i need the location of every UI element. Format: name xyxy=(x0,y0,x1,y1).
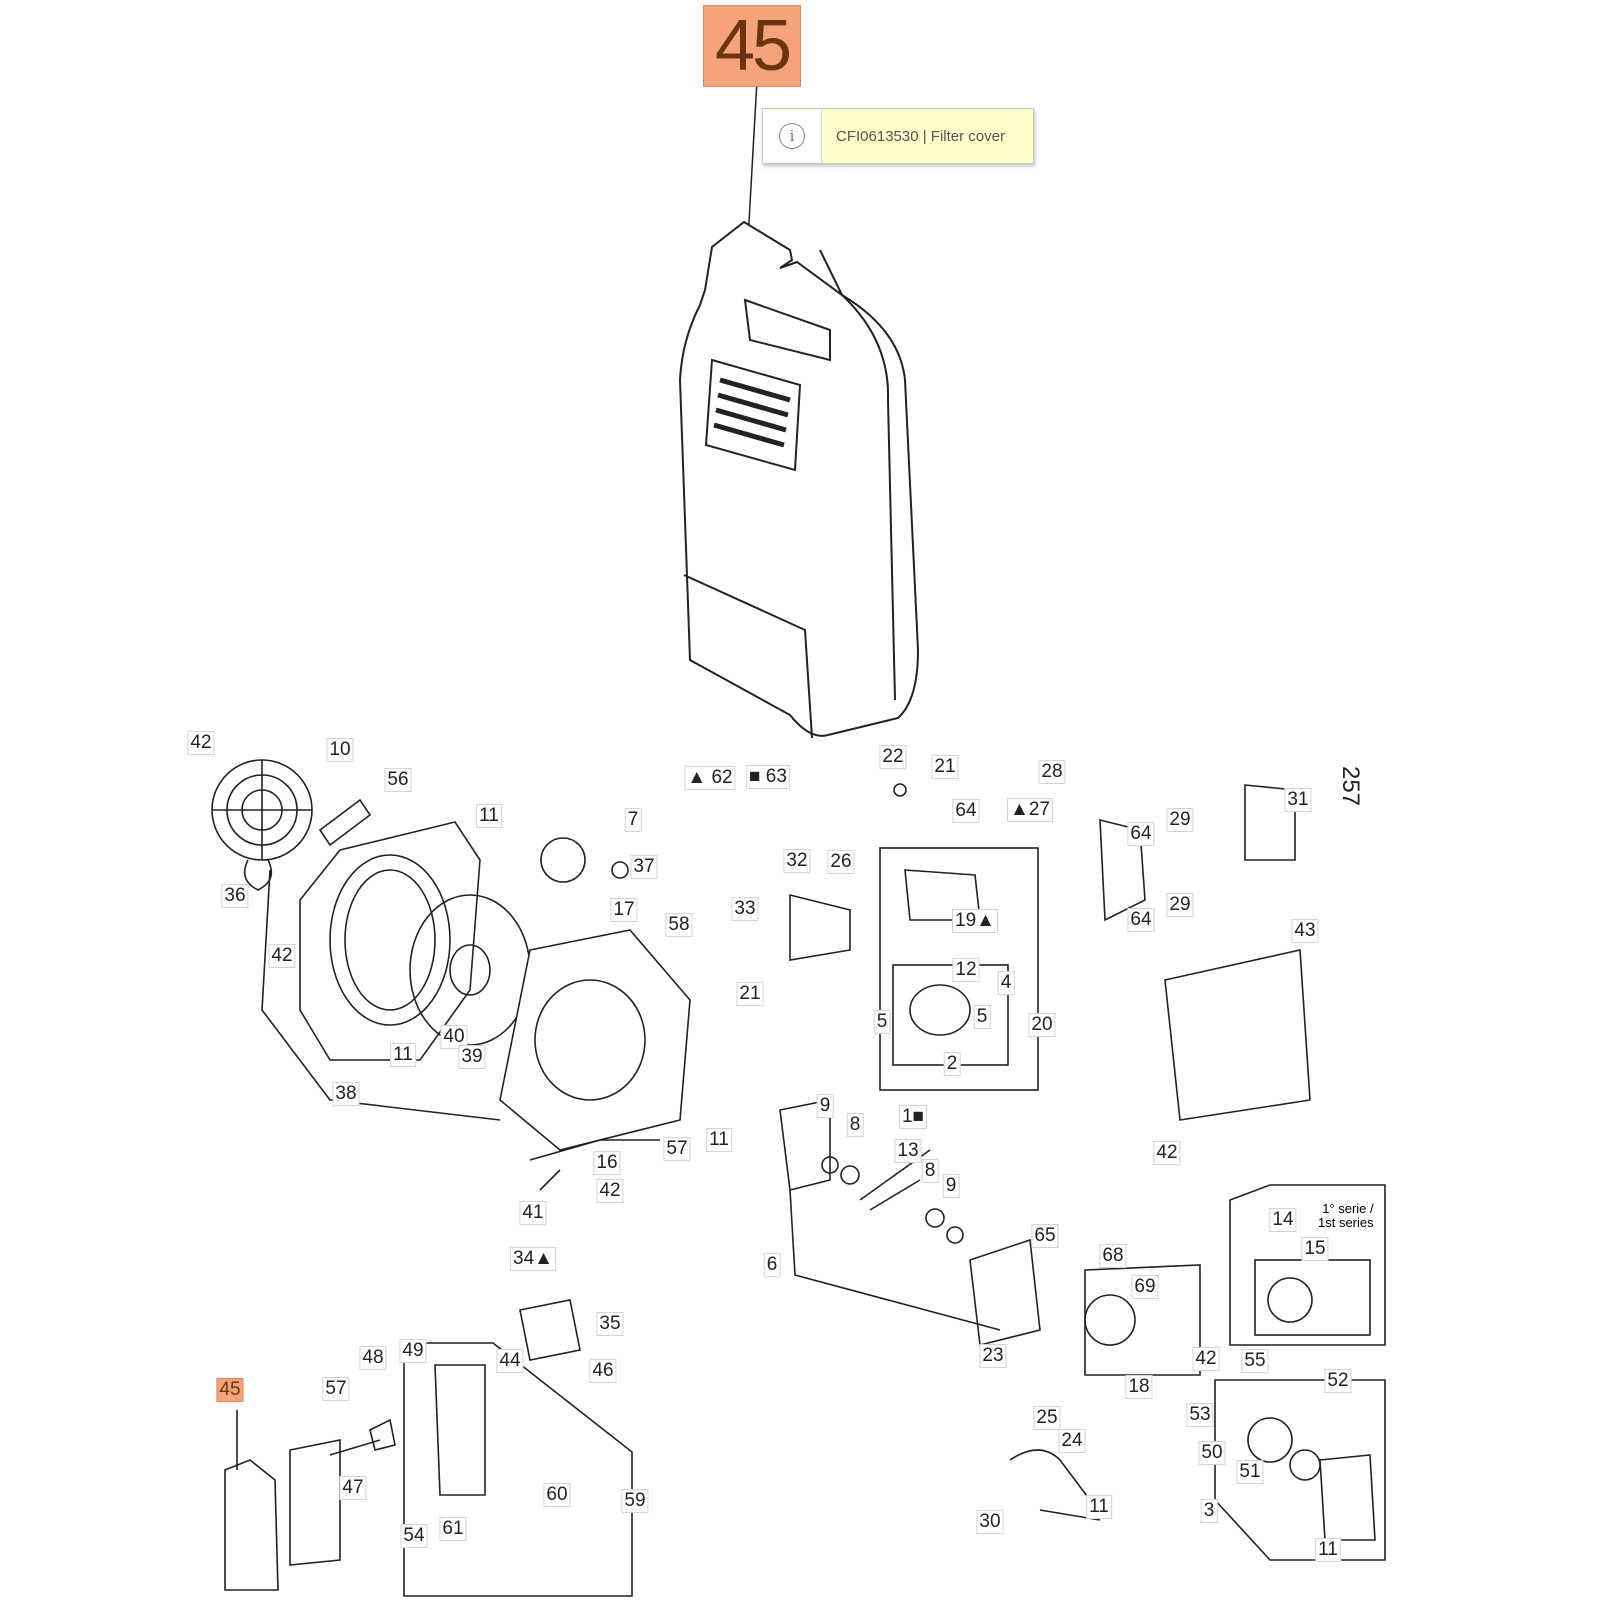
part-callout-label[interactable]: 15 xyxy=(1301,1237,1329,1261)
part-callout-label[interactable]: 43 xyxy=(1291,919,1319,943)
part-callout-label[interactable]: 68 xyxy=(1099,1244,1127,1268)
part-callout-label[interactable]: 58 xyxy=(665,913,693,937)
part-callout-label[interactable]: 38 xyxy=(332,1082,360,1106)
part-callout-label[interactable]: 59 xyxy=(621,1489,649,1513)
series-note: 1° serie / 1st series xyxy=(1318,1202,1374,1230)
part-callout-label[interactable]: 30 xyxy=(976,1510,1004,1534)
part-callout-label[interactable]: 44 xyxy=(496,1349,524,1373)
part-callout-label[interactable]: 17 xyxy=(610,898,638,922)
part-callout-label[interactable]: 57 xyxy=(322,1377,350,1401)
part-callout-label[interactable]: 34▲ xyxy=(510,1247,556,1271)
part-callout-label[interactable]: 35 xyxy=(596,1312,624,1336)
part-callout-label[interactable]: 3 xyxy=(1200,1499,1218,1523)
part-callout-label[interactable]: 61 xyxy=(439,1517,467,1541)
part-callout-label[interactable]: 65 xyxy=(1031,1224,1059,1248)
part-callout-label[interactable]: 36 xyxy=(221,884,249,908)
part-callout-label[interactable]: 52 xyxy=(1324,1369,1352,1393)
part-callout-label[interactable]: 69 xyxy=(1131,1275,1159,1299)
part-callout-label[interactable]: 42 xyxy=(1153,1141,1181,1165)
part-callout-label[interactable]: 49 xyxy=(399,1339,427,1363)
part-callout-label[interactable]: 9 xyxy=(942,1174,960,1198)
part-callout-label[interactable]: 19▲ xyxy=(952,909,998,933)
part-callout-label[interactable]: 26 xyxy=(827,850,855,874)
part-callout-label[interactable]: 57 xyxy=(663,1137,691,1161)
part-callout-label[interactable]: ▲ 62 xyxy=(684,766,736,790)
air-filter-parts xyxy=(224,1299,633,1597)
part-callout-label[interactable]: 64 xyxy=(1127,822,1155,846)
filter-cover-large[interactable] xyxy=(678,79,920,739)
part-callout-label[interactable]: 11 xyxy=(706,1128,732,1152)
part-callout-label[interactable]: 54 xyxy=(400,1524,428,1548)
engine-parts xyxy=(779,783,1386,1561)
part-callout-label[interactable]: 45 xyxy=(216,1378,244,1402)
part-callout-label[interactable]: 42 xyxy=(596,1179,624,1203)
tooltip-text: CFI0613530 | Filter cover xyxy=(836,127,1005,145)
part-callout-label[interactable]: 64 xyxy=(952,799,980,823)
part-callout-label[interactable]: 22 xyxy=(879,745,907,769)
part-callout-label[interactable]: 5 xyxy=(973,1005,991,1029)
part-callout-label[interactable]: 31 xyxy=(1284,788,1312,812)
part-callout-label[interactable]: 50 xyxy=(1198,1441,1226,1465)
part-callout-label[interactable]: 2 xyxy=(943,1052,961,1076)
part-callout-label[interactable]: 7 xyxy=(624,808,642,832)
part-callout-label[interactable]: 42 xyxy=(1192,1347,1220,1371)
part-callout-label[interactable]: 20 xyxy=(1028,1013,1056,1037)
part-callout-label[interactable]: 32 xyxy=(783,849,811,873)
part-callout-label[interactable]: 8 xyxy=(846,1113,864,1137)
part-callout-label[interactable]: 51 xyxy=(1236,1460,1264,1484)
part-callout-label[interactable]: 9 xyxy=(816,1094,834,1118)
part-callout-label[interactable]: 39 xyxy=(458,1045,486,1069)
part-callout-label[interactable]: 56 xyxy=(384,768,412,792)
part-callout-label[interactable]: 21 xyxy=(736,982,764,1006)
part-callout-label[interactable]: 1■ xyxy=(898,1105,928,1129)
part-callout-label[interactable]: 21 xyxy=(931,755,959,779)
part-callout-label[interactable]: 48 xyxy=(359,1346,387,1370)
part-callout-label[interactable]: 60 xyxy=(543,1483,571,1507)
blower-housing-parts xyxy=(211,759,691,1191)
part-callout-label[interactable]: 12 xyxy=(952,958,980,982)
part-callout-label[interactable]: 25 xyxy=(1033,1406,1061,1430)
part-callout-label[interactable]: 28 xyxy=(1038,760,1066,784)
part-callout-label[interactable]: 64 xyxy=(1127,908,1155,932)
part-callout-label[interactable]: 23 xyxy=(979,1344,1007,1368)
part-callout-label[interactable]: 29 xyxy=(1166,893,1194,917)
part-callout-label[interactable]: 11 xyxy=(1086,1495,1112,1519)
part-callout-label[interactable]: 42 xyxy=(268,944,296,968)
series-note-line2: 1st series xyxy=(1318,1215,1374,1230)
part-callout-label[interactable]: 13 xyxy=(894,1139,922,1163)
part-callout-label[interactable]: 24 xyxy=(1058,1429,1086,1453)
part-callout-label[interactable]: 6 xyxy=(763,1253,781,1277)
highlighted-part-callout[interactable]: 45 xyxy=(703,5,801,87)
part-callout-label[interactable]: 18 xyxy=(1125,1375,1153,1399)
part-callout-label[interactable]: 33 xyxy=(731,897,759,921)
part-callout-label[interactable]: 46 xyxy=(589,1359,617,1383)
part-callout-label[interactable]: 10 xyxy=(326,738,354,762)
part-callout-label[interactable]: 42 xyxy=(187,731,215,755)
part-callout-label[interactable]: 29 xyxy=(1166,808,1194,832)
part-callout-label[interactable]: 41 xyxy=(519,1201,547,1225)
page-number: 257 xyxy=(1337,765,1365,807)
part-callout-label[interactable]: 53 xyxy=(1186,1403,1214,1427)
part-callout-label[interactable]: 11 xyxy=(390,1043,416,1067)
part-tooltip: i CFI0613530 | Filter cover xyxy=(762,108,1034,164)
part-callout-label[interactable]: 8 xyxy=(921,1159,939,1183)
part-callout-label[interactable]: 37 xyxy=(630,855,658,879)
series-note-line1: 1° serie / xyxy=(1322,1201,1374,1216)
part-callout-label[interactable]: ■ 63 xyxy=(746,765,790,789)
part-callout-label[interactable]: 11 xyxy=(1315,1538,1341,1562)
part-callout-label[interactable]: 4 xyxy=(997,971,1015,995)
part-callout-label[interactable]: ▲27 xyxy=(1007,798,1053,822)
part-callout-label[interactable]: 11 xyxy=(476,804,502,828)
part-callout-label[interactable]: 5 xyxy=(873,1010,891,1034)
part-callout-label[interactable]: 55 xyxy=(1241,1349,1269,1373)
info-icon: i xyxy=(763,109,822,163)
part-callout-label[interactable]: 47 xyxy=(339,1476,367,1500)
part-callout-label[interactable]: 16 xyxy=(593,1151,621,1175)
part-callout-label[interactable]: 14 xyxy=(1269,1208,1297,1232)
